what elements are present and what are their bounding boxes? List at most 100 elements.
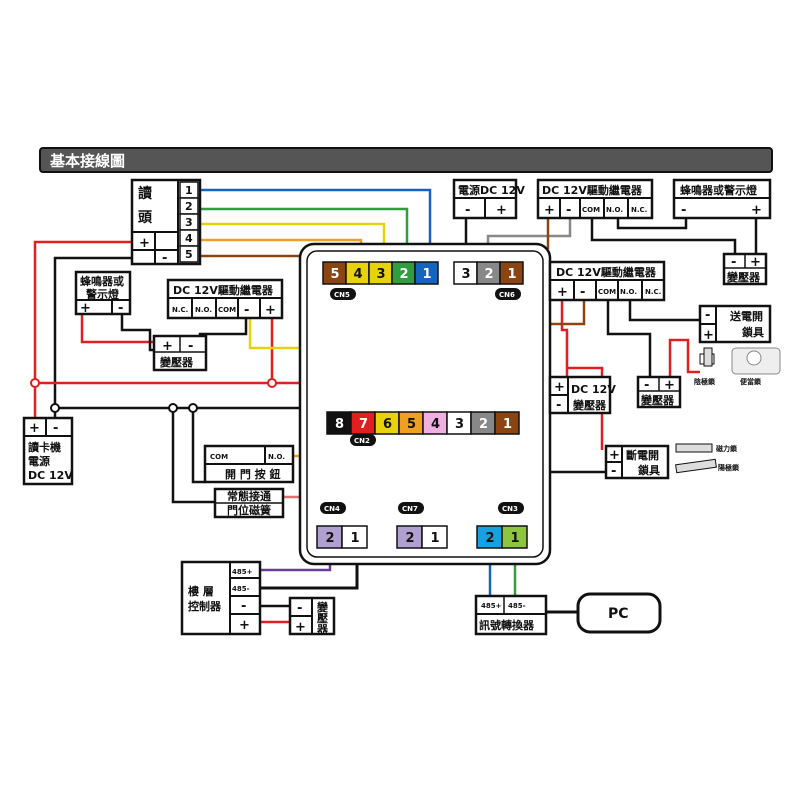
svg-text:-: -	[556, 398, 561, 413]
cn6-pin-label: 1	[508, 267, 517, 282]
door-sensor: 常態接通 門位磁簧	[213, 487, 285, 519]
svg-text:常態接通: 常態接通	[227, 489, 271, 503]
card-power: + - 讀卡機 電源 DC 12V	[22, 416, 73, 486]
svg-text:485-: 485-	[232, 585, 250, 593]
alarm-top-title: 蜂鳴器或警示燈	[680, 183, 758, 197]
lock-power-on: - + 送電開 鎖具	[698, 304, 772, 344]
cn4-label: CN4	[324, 505, 340, 513]
svg-text:控制器: 控制器	[188, 599, 222, 613]
svg-text:+: +	[265, 303, 276, 318]
title-bar	[39, 147, 773, 173]
svg-text:+: +	[295, 620, 306, 635]
svg-text:變壓器: 變壓器	[573, 398, 607, 412]
transformer-left: + - 變壓器	[152, 334, 208, 372]
svg-text:變: 變	[317, 600, 329, 614]
wire-relay-nc	[616, 218, 688, 230]
reader-pin-label: 3	[185, 216, 193, 229]
cn2-pin	[494, 411, 520, 435]
svg-text:磁力鎖: 磁力鎖	[716, 444, 738, 453]
svg-text:N.C.: N.C.	[645, 288, 661, 296]
svg-text:器: 器	[316, 623, 329, 636]
cn7-badge	[398, 502, 424, 514]
svg-text:N.C.: N.C.	[631, 206, 647, 214]
svg-text:COM: COM	[210, 453, 228, 461]
relay-right: DC 12V驅動繼電器 + - COM N.O. N.C.	[548, 260, 666, 302]
cn5-label: CN5	[334, 291, 350, 299]
cn2-badge	[350, 434, 376, 446]
lock-images-bottom: 磁力鎖 陽極鎖	[675, 443, 740, 474]
cn3-pin	[501, 525, 528, 549]
cn3-label: CN3	[502, 505, 518, 513]
cn5-pin-label: 1	[423, 267, 432, 282]
reader-pin-label: 5	[185, 248, 193, 261]
svg-text:PC: PC	[608, 606, 629, 622]
svg-text:485+: 485+	[232, 568, 253, 576]
svg-text:送電開: 送電開	[729, 309, 763, 323]
cn5-pin-label: 3	[377, 267, 386, 282]
cn2-pin-label: 4	[431, 417, 440, 432]
svg-text:便當鎖: 便當鎖	[740, 377, 762, 386]
svg-text:變壓器: 變壓器	[727, 270, 761, 284]
reader-pin-label: 1	[185, 184, 193, 197]
svg-text:+: +	[544, 203, 555, 218]
svg-text:COM: COM	[582, 206, 600, 214]
svg-text:N.O.: N.O.	[195, 306, 212, 314]
svg-text:+: +	[609, 448, 620, 463]
wire-reader-minus	[53, 256, 154, 418]
power-supply-top: 電源DC 12V - +	[452, 178, 525, 220]
cn2-pin-label: 8	[335, 417, 344, 432]
reader-label-1: 讀	[138, 185, 152, 202]
svg-text:+: +	[703, 328, 714, 343]
wire-reader-plus	[33, 240, 136, 418]
cn4-pin-label: 1	[351, 531, 360, 546]
diagram-title: 基本接線圖	[49, 152, 125, 170]
cn7-label: CN7	[402, 505, 418, 513]
svg-text:-: -	[53, 421, 58, 436]
svg-text:陽極鎖: 陽極鎖	[718, 463, 740, 472]
svg-text:COM: COM	[218, 306, 236, 314]
svg-text:+: +	[554, 380, 565, 395]
pc: PC	[576, 592, 662, 634]
svg-text:鎖具: 鎖具	[742, 325, 764, 339]
svg-text:+: +	[664, 378, 675, 393]
svg-text:DC 12V: DC 12V	[28, 469, 73, 482]
power-supply-label: 電源DC 12V	[458, 183, 525, 197]
svg-text:-: -	[297, 601, 302, 616]
svg-text:N.O.: N.O.	[268, 453, 285, 461]
power-supply-plus: +	[496, 203, 507, 218]
svg-text:開 門 按 鈕: 開 門 按 鈕	[225, 467, 281, 481]
cn6-badge	[495, 288, 521, 300]
reader-pin-box	[179, 245, 199, 263]
cn5-badge	[330, 288, 356, 300]
cn4-badge	[320, 502, 346, 514]
reader-pin-label: 2	[185, 200, 193, 213]
cn6-label: CN6	[499, 291, 515, 299]
power-supply-minus: -	[465, 203, 470, 218]
cn3-pin-label: 2	[486, 531, 495, 546]
svg-text:-: -	[705, 308, 710, 323]
lock-images-top: 陰極鎖 便當鎖	[694, 347, 781, 386]
svg-text:-: -	[118, 301, 123, 316]
cn2-pin-label: 5	[407, 417, 416, 432]
reader-pin-label: 4	[185, 232, 193, 245]
cn6-pin-label: 3	[462, 267, 471, 282]
svg-text:+: +	[162, 339, 173, 354]
svg-text:變壓器: 變壓器	[641, 393, 675, 407]
wire-black-sensor	[171, 408, 215, 504]
svg-text:485+: 485+	[481, 602, 502, 610]
svg-text:N.O.: N.O.	[620, 288, 637, 296]
wire-lock-plus	[668, 338, 700, 377]
cn3-pin-label: 1	[511, 531, 520, 546]
svg-text:+: +	[557, 285, 568, 300]
svg-text:門位磁簧: 門位磁簧	[227, 503, 271, 517]
cn2-pin-label: 1	[503, 417, 512, 432]
svg-text:-: -	[681, 203, 686, 218]
wire-dc-plus	[567, 366, 604, 450]
cn7-pin	[421, 525, 448, 549]
cn4-pin	[341, 525, 368, 549]
transformer-right: - + 變壓器	[636, 375, 682, 409]
reader-minus: -	[162, 251, 167, 266]
